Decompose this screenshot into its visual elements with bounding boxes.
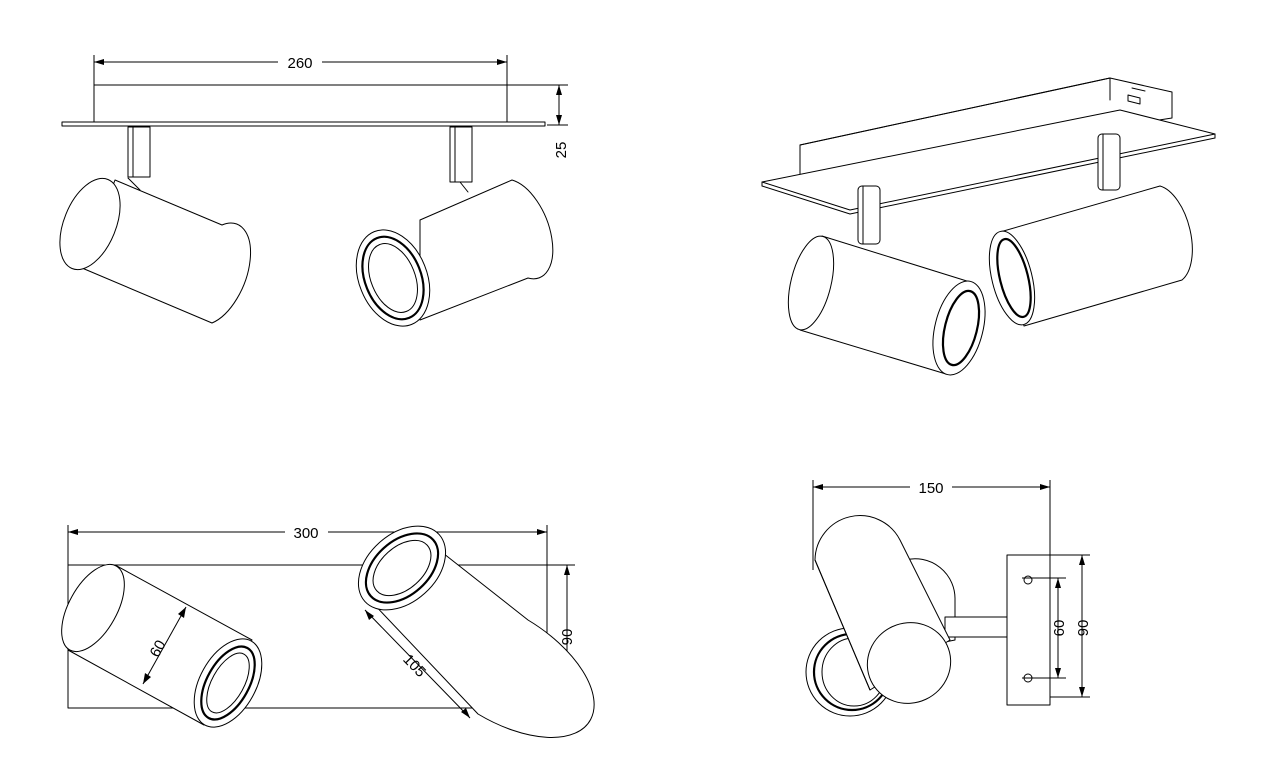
plan-view: 300 90 60 [61,525,595,738]
ceiling-box [93,84,508,123]
side-plate [1006,554,1051,706]
iso-spot-left [787,235,986,376]
stem-left [127,126,151,178]
side-view: 150 60 [805,480,1092,717]
dimension-label-90-plan: 90 [559,629,576,646]
isometric-view [761,77,1216,376]
front-view: 260 25 [59,55,570,327]
iso-stem-left [857,185,881,245]
dimension-width-side: 150 [812,480,1051,570]
dimension-width-plan: 300 [67,525,548,565]
side-spot-front [814,515,952,704]
dimension-label-300: 300 [293,525,318,542]
plan-spot-right: 105 [357,525,595,738]
stem-right [449,126,473,183]
ceiling-plate [61,121,546,127]
dimension-outer-side: 90 [1050,554,1092,698]
plan-spot-left: 60 [61,563,263,728]
dimension-height-front: 25 [507,84,570,159]
spot-left-front [59,177,252,324]
dimension-inner-side: 60 [1022,577,1068,679]
dimension-label-60-side: 60 [1051,620,1068,637]
dimension-label-150: 150 [918,480,943,497]
spot-right-front [355,179,554,327]
dimension-label-90-side: 90 [1075,620,1092,637]
dimension-label-60-plan: 60 [147,637,170,660]
iso-spot-right [988,185,1193,327]
dimension-label-260: 260 [287,55,312,72]
iso-stem-right [1097,133,1121,191]
dimension-label-25: 25 [553,142,570,159]
dimension-width-front: 260 [93,55,508,85]
side-arm [944,616,1008,638]
